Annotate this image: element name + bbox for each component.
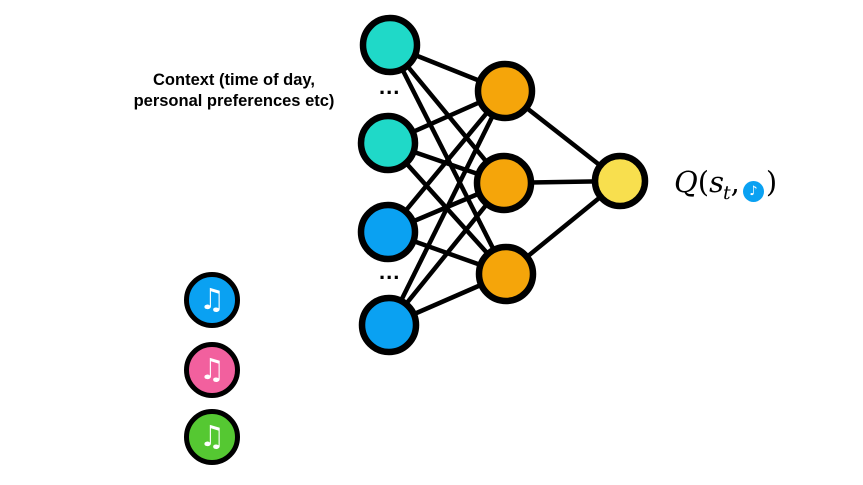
edge-input-4-hidden-2 xyxy=(387,181,506,327)
input-ellipsis-top: ... xyxy=(379,74,401,99)
formula-q-symbol: Q xyxy=(674,165,698,199)
context-label-line2: personal preferences etc) xyxy=(133,92,335,110)
formula-state-symbol: s xyxy=(709,165,724,199)
song-icon-blue: ♫ xyxy=(184,272,240,328)
formula-open-paren: ( xyxy=(697,165,710,199)
input-4-node xyxy=(358,294,420,356)
hidden-1-node xyxy=(474,60,536,122)
song-icon-pink: ♫ xyxy=(184,342,240,398)
song-icon-green: ♫ xyxy=(184,409,240,465)
input-3-node xyxy=(357,201,419,263)
q-value-formula: Q(st, ♪) xyxy=(674,165,778,204)
formula-song-icon: ♪ xyxy=(742,181,764,202)
formula-time-subscript: t xyxy=(723,182,731,204)
input-1-node xyxy=(359,14,421,76)
edge-input-4-hidden-1 xyxy=(386,90,508,326)
context-label-line1: Context (time of day, xyxy=(153,71,315,89)
input-ellipsis-bottom: ... xyxy=(379,259,401,284)
music-note-icon: ♪ xyxy=(749,184,758,199)
hidden-3-node xyxy=(475,243,537,305)
output-1-node xyxy=(591,152,649,210)
formula-comma: , xyxy=(730,165,740,199)
context-label: Context (time of day, personal preferenc… xyxy=(118,70,350,112)
formula-close-paren: ) xyxy=(765,165,778,199)
music-note-icon: ♫ xyxy=(199,418,225,453)
input-2-node xyxy=(357,112,419,174)
music-note-icon: ♫ xyxy=(199,351,225,386)
edge-input-3-hidden-1 xyxy=(386,89,507,234)
music-note-icon: ♫ xyxy=(199,281,225,316)
hidden-2-node xyxy=(473,152,535,214)
